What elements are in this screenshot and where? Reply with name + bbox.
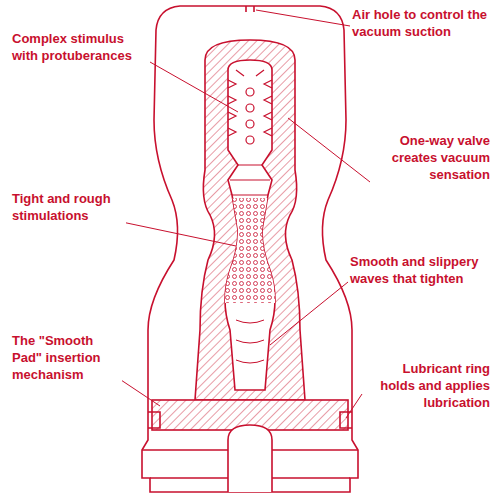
callout-label: Lubricant ring holds and applies lubrica… xyxy=(364,360,492,411)
callout-label: One-way valve creates vacuum sensation xyxy=(372,132,492,183)
inner-cavity xyxy=(225,60,275,390)
inner-sleeve xyxy=(195,40,305,400)
dotted-texture xyxy=(225,198,275,303)
ribs xyxy=(230,165,270,195)
leader-lines xyxy=(118,10,370,418)
callout-label: Smooth and slippery waves that tighten xyxy=(348,253,492,287)
cup-housing xyxy=(142,6,358,492)
insertion-hole xyxy=(228,425,272,492)
callout-label: The "Smooth Pad" insertion mechanism xyxy=(10,332,122,383)
callout-label: Complex stimulus with protuberances xyxy=(10,30,148,64)
callout-label: Air hole to control the vacuum suction xyxy=(350,6,492,40)
protuberances xyxy=(228,70,272,144)
callout-label: Tight and rough stimulations xyxy=(10,190,126,224)
air-hole xyxy=(246,6,254,12)
waves xyxy=(236,320,264,363)
